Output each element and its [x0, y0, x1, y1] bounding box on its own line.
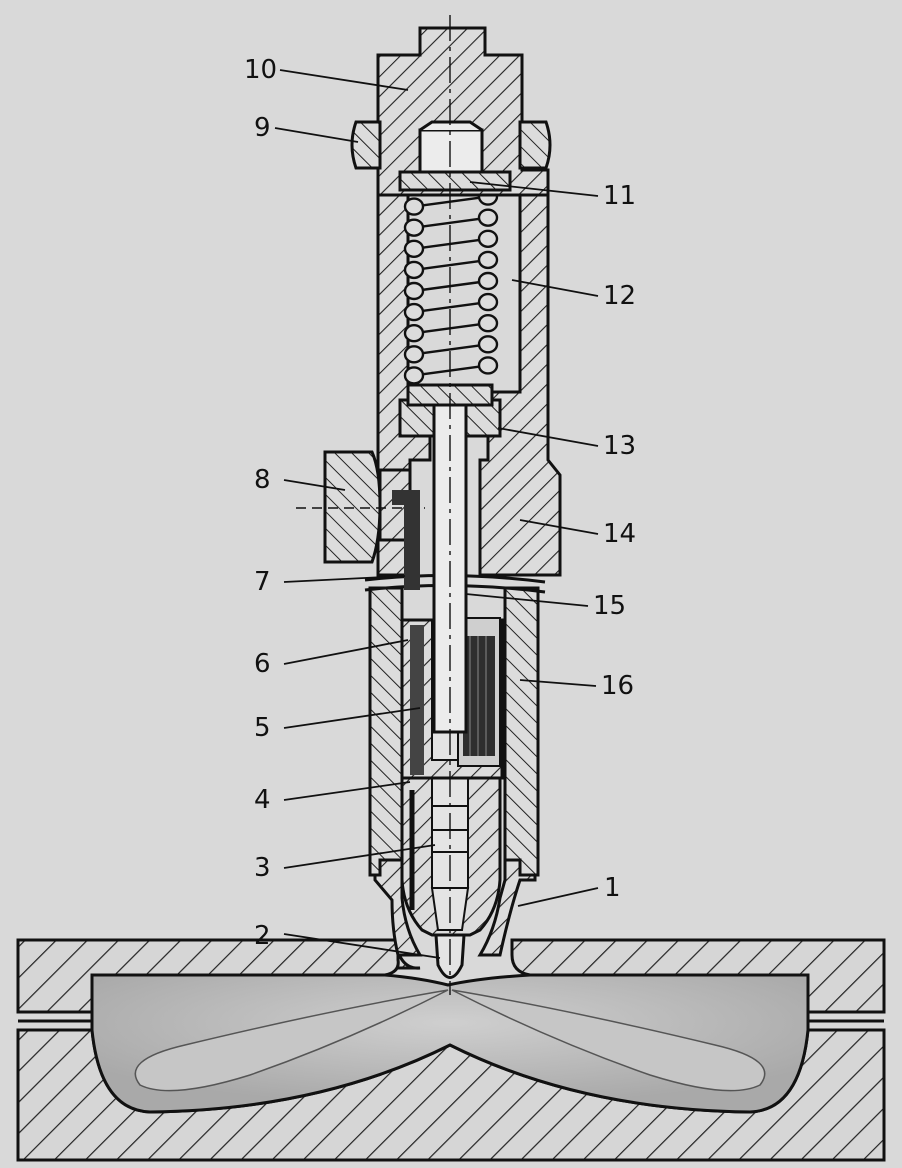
- callout-16: 16: [601, 671, 634, 701]
- fuel-inlet-connector: [296, 450, 425, 590]
- spring-coil-section: [403, 366, 425, 385]
- spring-coil-section: [477, 335, 499, 354]
- compression-spring: [403, 187, 499, 385]
- spring-coil: [413, 216, 489, 229]
- spring-coil-section: [477, 229, 499, 248]
- callout-7: 7: [254, 567, 271, 597]
- edge-filter: [457, 617, 501, 767]
- adjusting-cap: [376, 26, 550, 197]
- spring-coil-section: [403, 324, 425, 343]
- callout-13: 13: [603, 431, 636, 461]
- spring-coil-section: [403, 218, 425, 237]
- spring-coil: [413, 364, 489, 377]
- spring-coil: [413, 300, 489, 314]
- callout-15: 15: [593, 591, 626, 621]
- spring-coil-section: [403, 260, 425, 280]
- callout-1: 1: [604, 873, 621, 903]
- spring-coil-section: [477, 292, 499, 312]
- spring-upper-seat: [398, 170, 512, 192]
- callout-11: 11: [603, 181, 636, 211]
- spring-coil-section: [403, 197, 425, 216]
- spring-coil-section: [477, 314, 499, 333]
- callout-12: 12: [603, 281, 636, 311]
- callout-10: 10: [244, 55, 277, 85]
- spring-coil: [413, 237, 489, 250]
- combustion-chamber: [90, 973, 810, 1114]
- callout-4: 4: [254, 785, 271, 815]
- callout-9: 9: [254, 113, 271, 143]
- callout-2: 2: [254, 921, 271, 951]
- callout-5: 5: [254, 713, 271, 743]
- callout-14: 14: [603, 519, 636, 549]
- callout-8: 8: [254, 465, 271, 495]
- spring-coil-section: [403, 302, 425, 322]
- spring-coil: [413, 195, 489, 208]
- callout-6: 6: [254, 649, 271, 679]
- spring-coil-section: [477, 356, 499, 375]
- callouts: 10 9 11 12 13 8 14 7 15 6 16 5 4 3 1 2: [244, 55, 636, 959]
- spring-coil-section: [477, 208, 499, 227]
- callout-3: 3: [254, 853, 271, 883]
- lock-nut: [350, 120, 552, 170]
- spring-coil: [413, 322, 489, 335]
- cap-nut: [368, 586, 540, 877]
- spring-coil-section: [403, 345, 425, 364]
- spring-coil-section: [477, 271, 499, 291]
- spring-coil: [413, 343, 489, 356]
- spring-coil: [413, 279, 489, 293]
- spring-coil: [413, 258, 489, 272]
- spring-coil-section: [477, 250, 499, 270]
- spring-coil-section: [403, 281, 425, 301]
- spring-coil-section: [403, 239, 425, 258]
